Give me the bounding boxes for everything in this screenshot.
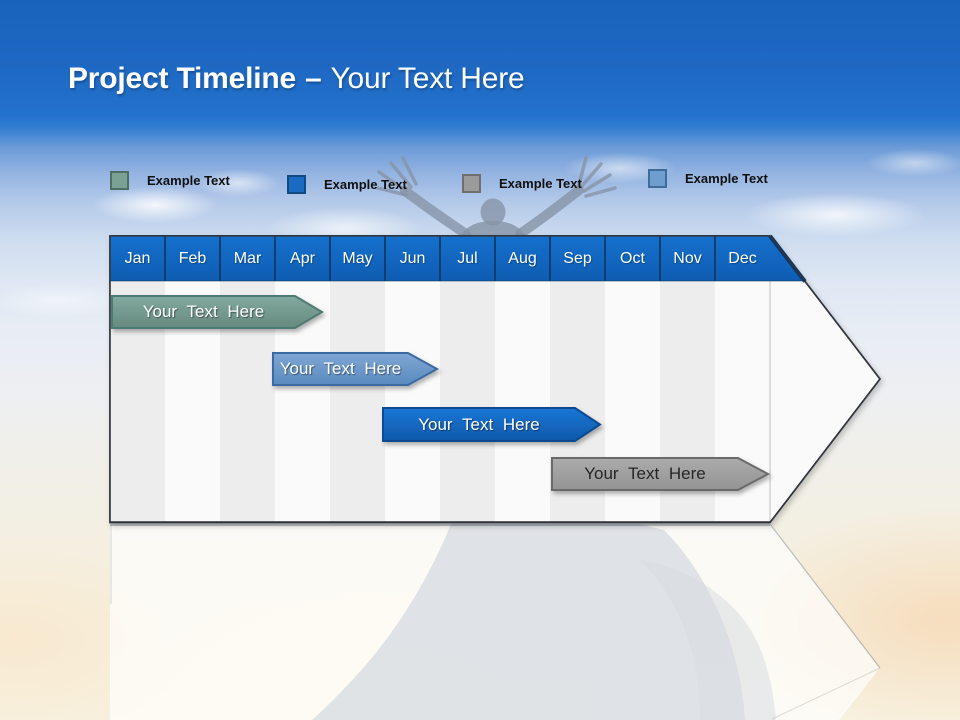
month-header-separators [164,236,716,281]
reflection-diagonal-upper [769,523,881,669]
legend-label: Example Text [147,172,230,188]
legend-swatch [462,173,481,193]
legend-label: Example Text [499,175,582,191]
timeline-bar [272,352,440,386]
legend-swatch [287,174,306,194]
timeline-bar [551,457,771,491]
reflection-diagonal-lower [771,667,881,720]
reflection-overlay [110,523,880,720]
timeline-bar [111,295,324,329]
silhouette-right-arm [515,185,584,239]
column-stripe [330,281,385,522]
legend-item: Example Text [110,169,230,191]
legend-item: Example Text [287,173,407,195]
silhouette-right-hand [576,156,617,198]
legend-label: Example Text [685,170,768,186]
month-header-band [110,236,805,281]
bars-group [111,295,771,491]
timeline-bar [382,407,602,442]
reflection-bottom-border [110,524,770,526]
silhouette-left-arm [400,186,471,239]
legend-item: Example Text [462,172,582,194]
title-dash: – [305,62,322,95]
legend-swatch [110,170,129,190]
legend-label: Example Text [324,176,407,192]
silhouette-head [480,198,506,226]
silhouette-left-hand [376,156,418,197]
legend-item: Example Text [648,167,768,189]
timeline-arrow-outline [109,235,882,524]
title-secondary: Your Text Here [330,62,525,95]
title-primary: Project Timeline [68,62,296,95]
column-stripe [440,281,495,522]
legend-swatch [648,168,667,188]
page-title: Project Timeline–Your Text Here [68,62,525,96]
